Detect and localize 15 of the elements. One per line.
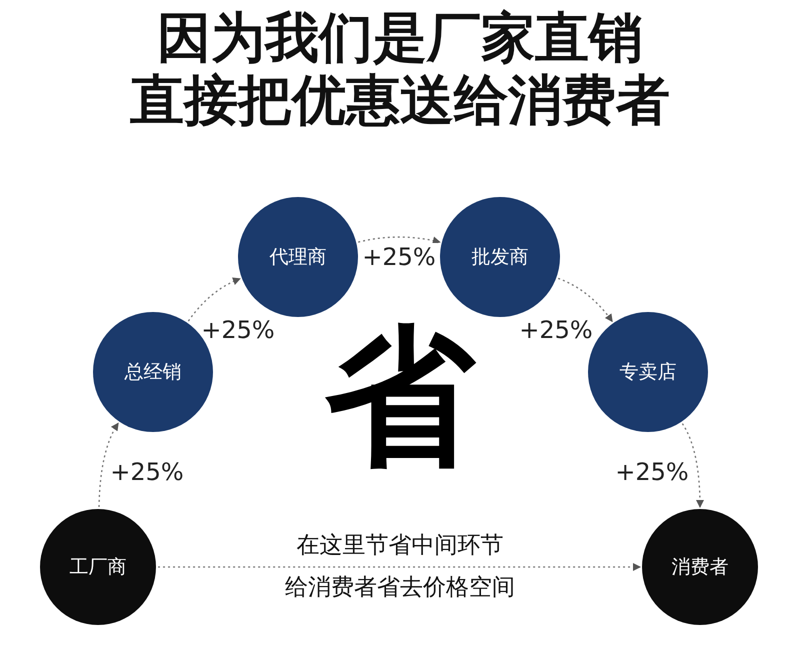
title: 因为我们是厂家直销 [156, 8, 644, 68]
circle-node: 代理商 [238, 197, 358, 317]
circle-node: 批发商 [440, 197, 560, 317]
circle-node: 工厂商 [40, 509, 156, 625]
dotted-arrow [188, 278, 241, 322]
dotted-arrow [98, 422, 119, 508]
caption-text: 在这里节省中间环节 [296, 533, 504, 559]
big-character: 省 [325, 316, 475, 480]
caption-text: 给消费者省去价格空间 [285, 575, 515, 601]
title-line: 直接把优惠送给消费者 [130, 70, 670, 130]
dotted-arrow [158, 563, 641, 571]
circle-node: 消费者 [642, 509, 758, 625]
dotted-arrow [558, 278, 613, 322]
dotted-arrow [358, 236, 441, 244]
dotted-arrow [682, 423, 704, 508]
